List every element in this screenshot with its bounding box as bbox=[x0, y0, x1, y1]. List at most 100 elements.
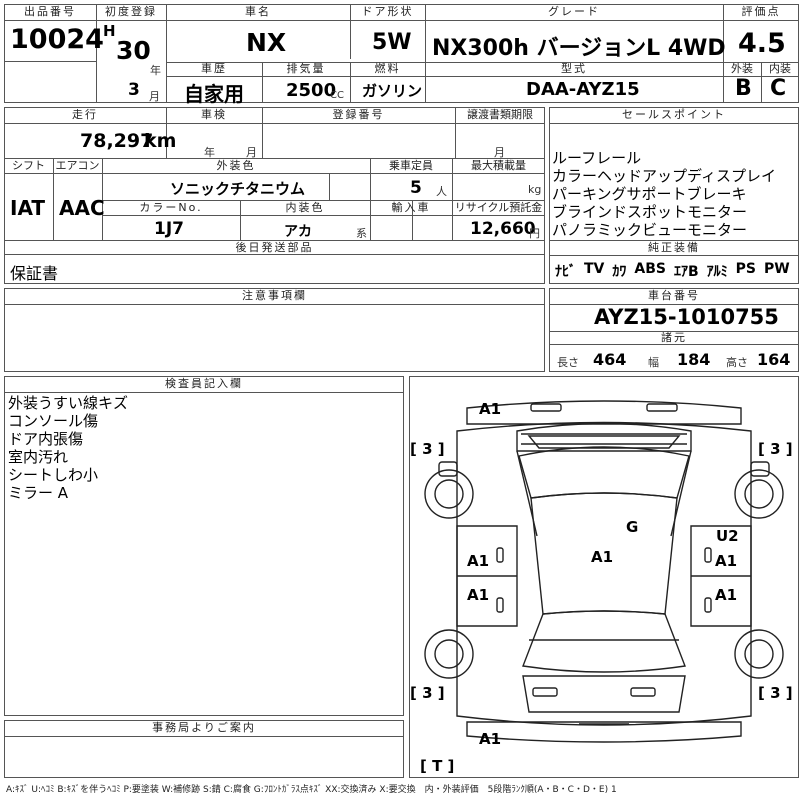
color-no-value: 1J7 bbox=[154, 219, 184, 239]
mark-left-rear-door: A1 bbox=[467, 586, 490, 604]
width-label: 幅 bbox=[648, 356, 659, 369]
header-history: 車歴 bbox=[201, 62, 227, 75]
sales-point-item: カラーヘッドアップディスプレイ bbox=[552, 167, 776, 185]
mark-u2: U2 bbox=[716, 527, 739, 545]
displacement: 2500 bbox=[286, 80, 337, 101]
height-value: 164 bbox=[757, 350, 791, 369]
office-frame bbox=[4, 720, 404, 778]
header-mileage: 走行 bbox=[72, 108, 98, 121]
header-inspector: 検査員記入欄 bbox=[165, 377, 243, 390]
mark-g: G bbox=[626, 518, 639, 536]
sales-point-item: パノラミックビューモニター bbox=[552, 221, 748, 239]
interior-grade: C bbox=[770, 76, 787, 101]
header-recycle-deposit: リサイクル預託金 bbox=[454, 201, 543, 214]
first-reg-month: 3 bbox=[128, 80, 140, 100]
stock-number: 10024 bbox=[10, 24, 104, 55]
door-type: 5W bbox=[372, 30, 412, 55]
header-later-parts: 後日発送部品 bbox=[235, 241, 314, 254]
header-max-load: 最大積載量 bbox=[471, 159, 526, 172]
kg-unit: kg bbox=[528, 183, 542, 196]
mark-front: A1 bbox=[479, 400, 502, 418]
persons-unit: 人 bbox=[436, 185, 447, 198]
equipment-item: PW bbox=[764, 261, 790, 277]
transfer-month-label: 月 bbox=[494, 146, 505, 159]
yen-unit: 円 bbox=[529, 227, 540, 240]
grade: NX300h バージョンL 4WD bbox=[432, 36, 726, 61]
mark-left-front-door: A1 bbox=[467, 552, 490, 570]
header-reg-no: 登録番号 bbox=[332, 108, 385, 121]
equipment-list: ﾅﾋﾞ TV ｶﾜ ABS ｴｱB ｱﾙﾐ PS PW bbox=[555, 261, 790, 281]
header-ext-color: 外装色 bbox=[216, 159, 256, 172]
inspector-frame bbox=[4, 376, 404, 716]
shift-value: IAT bbox=[10, 196, 46, 220]
inspector-note: コンソール傷 bbox=[8, 412, 99, 430]
length-value: 464 bbox=[593, 350, 627, 369]
exterior-grade: B bbox=[735, 76, 752, 101]
sales-points-frame bbox=[549, 107, 799, 284]
mark-bracket-rr: [ 3 ] bbox=[758, 684, 793, 702]
mark-bracket-t: [ T ] bbox=[420, 757, 455, 775]
header-first-reg: 初度登録 bbox=[105, 5, 157, 18]
header-exterior: 外装 bbox=[731, 62, 753, 75]
inspector-note: ミラー A bbox=[8, 484, 69, 502]
header-specs: 諸元 bbox=[661, 331, 687, 344]
header-int-color: 内装色 bbox=[285, 201, 325, 214]
inspector-notes-list: 外装うすい線キズ コンソール傷 ドア内張傷 室内汚れ シートしわ小 ミラー A bbox=[8, 394, 128, 502]
mark-bracket-lr: [ 3 ] bbox=[410, 684, 445, 702]
header-transfer-deadline: 譲渡書類期限 bbox=[467, 108, 533, 121]
vehicle-history: 自家用 bbox=[184, 82, 244, 106]
header-stock-no: 出品番号 bbox=[24, 5, 76, 18]
header-aircon: エアコン bbox=[55, 159, 100, 172]
header-model-type: 型式 bbox=[561, 62, 587, 75]
header-frame bbox=[4, 4, 799, 103]
header-shift: シフト bbox=[12, 159, 45, 172]
capacity-value: 5 bbox=[410, 178, 422, 198]
inspector-note: 室内汚れ bbox=[8, 448, 69, 466]
header-displacement: 排気量 bbox=[286, 62, 326, 75]
aircon-value: AAC bbox=[59, 196, 105, 220]
month-unit: 月 bbox=[149, 90, 160, 103]
first-reg-year: 30 bbox=[116, 36, 151, 65]
mark-rear: A1 bbox=[479, 730, 502, 748]
header-notes: 注意事項欄 bbox=[242, 289, 307, 302]
car-name: NX bbox=[246, 28, 287, 57]
mark-bracket-lf: [ 3 ] bbox=[410, 440, 445, 458]
header-door-type: ドア形状 bbox=[361, 5, 414, 18]
length-label: 長さ bbox=[557, 356, 579, 369]
sales-point-item: ルーフレール bbox=[552, 149, 642, 167]
header-fuel: 燃料 bbox=[374, 62, 401, 75]
height-label: 高さ bbox=[726, 356, 748, 369]
width-value: 184 bbox=[677, 350, 711, 369]
overall-score: 4.5 bbox=[738, 28, 786, 59]
ext-color-value: ソニックチタニウム bbox=[170, 180, 306, 198]
sales-point-item: パーキングサポートブレーキ bbox=[552, 185, 747, 203]
equipment-item: ｶﾜ bbox=[612, 264, 627, 280]
legend: A:ｷｽﾞ U:ﾍｺﾐ B:ｷｽﾞを伴うﾍｺﾐ P:要塗装 W:補修跡 S:錆 … bbox=[6, 785, 617, 795]
inspection-year-label: 年 bbox=[204, 146, 215, 159]
header-import: 輸入車 bbox=[391, 201, 431, 214]
header-genuine-equipment: 純正装備 bbox=[648, 241, 700, 254]
recycle-value: 12,660 bbox=[470, 219, 536, 239]
sales-points-list: ルーフレール カラーヘッドアップディスプレイ パーキングサポートブレーキ ブライ… bbox=[552, 149, 776, 239]
mark-right-front-door: A1 bbox=[715, 552, 738, 570]
details-frame bbox=[4, 107, 545, 255]
chassis-number: AYZ15-1010755 bbox=[594, 305, 779, 329]
equipment-item: TV bbox=[584, 261, 605, 277]
mark-right-rear-door: A1 bbox=[715, 586, 738, 604]
equipment-item: PS bbox=[735, 261, 756, 277]
mileage-value: 78,297 bbox=[80, 130, 154, 152]
fuel-type: ガソリン bbox=[362, 82, 423, 100]
header-capacity: 乗車定員 bbox=[389, 159, 433, 172]
cc-unit: CC bbox=[330, 90, 344, 101]
later-parts-value: 保証書 bbox=[10, 264, 59, 283]
kei-unit: 系 bbox=[356, 227, 367, 240]
equipment-item: ABS bbox=[634, 261, 666, 277]
header-car-name: 車名 bbox=[245, 5, 271, 18]
header-grade: グレード bbox=[548, 5, 600, 18]
int-color-value: アカ bbox=[284, 224, 312, 240]
inspector-note: シートしわ小 bbox=[8, 466, 99, 484]
mileage-unit: km bbox=[144, 130, 177, 152]
mark-center: A1 bbox=[591, 548, 614, 566]
era-label: H bbox=[103, 22, 116, 40]
year-unit: 年 bbox=[150, 64, 161, 77]
